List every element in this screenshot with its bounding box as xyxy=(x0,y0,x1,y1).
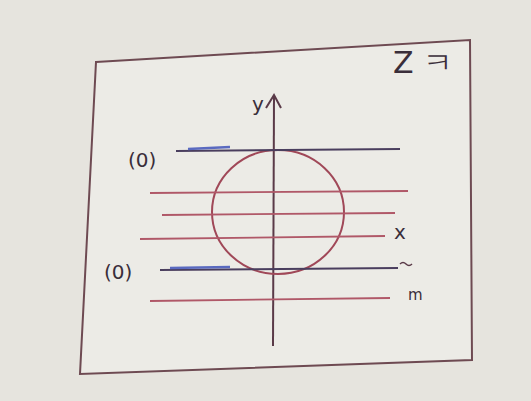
frame xyxy=(80,40,472,374)
circle xyxy=(212,150,344,274)
sketch-label: y xyxy=(252,94,264,114)
red-line xyxy=(150,298,390,301)
sketch-label: (0) xyxy=(104,262,132,282)
bottom-line xyxy=(160,268,398,270)
sketch-label: (0) xyxy=(128,150,156,170)
red-line xyxy=(150,191,408,193)
bottom-line-blue xyxy=(170,267,230,268)
squiggle xyxy=(400,263,412,266)
sketch-label: x xyxy=(394,222,406,242)
top-line-blue xyxy=(188,147,230,149)
x-axis xyxy=(162,213,395,215)
red-line xyxy=(140,236,385,239)
sketch-label: Z ㅋ xyxy=(393,48,453,78)
y-axis xyxy=(266,95,281,346)
sketch-label: m xyxy=(408,288,423,303)
top-line xyxy=(176,149,400,151)
